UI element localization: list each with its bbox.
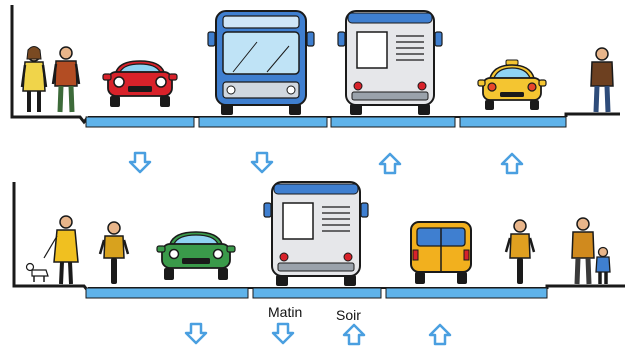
pedestrian-icon — [591, 48, 613, 112]
arrow-up-icon — [502, 154, 522, 173]
bus-icon — [208, 11, 314, 115]
cyclist-icon — [506, 220, 534, 284]
direction-arrows-top — [130, 153, 522, 173]
arrow-down-icon — [130, 153, 150, 172]
label-morning: Matin — [268, 304, 302, 320]
bus-icon — [264, 182, 368, 286]
pedestrian-icon — [53, 47, 79, 112]
bus-icon — [338, 11, 442, 115]
direction-arrows-bottom — [186, 324, 450, 344]
pedestrian-icon — [22, 47, 46, 113]
arrow-up-icon — [430, 325, 450, 344]
car-icon — [157, 232, 235, 280]
arrow-up-icon — [344, 325, 364, 344]
car-icon — [103, 61, 177, 107]
arrow-up-icon — [380, 154, 400, 173]
lane-bar — [86, 288, 547, 298]
child-icon — [596, 248, 610, 285]
cyclist-icon — [100, 222, 128, 284]
lane-bar — [86, 117, 566, 127]
label-evening: Soir — [336, 307, 361, 323]
arrow-down-icon — [273, 324, 293, 343]
top-street-section — [12, 5, 620, 127]
pedestrian-with-dog-icon — [27, 216, 79, 284]
van-icon — [411, 222, 471, 284]
taxi-icon — [478, 60, 546, 110]
bottom-street-section — [14, 182, 625, 298]
arrow-down-icon — [186, 324, 206, 343]
arrow-down-icon — [252, 153, 272, 172]
pedestrian-icon — [572, 218, 594, 284]
